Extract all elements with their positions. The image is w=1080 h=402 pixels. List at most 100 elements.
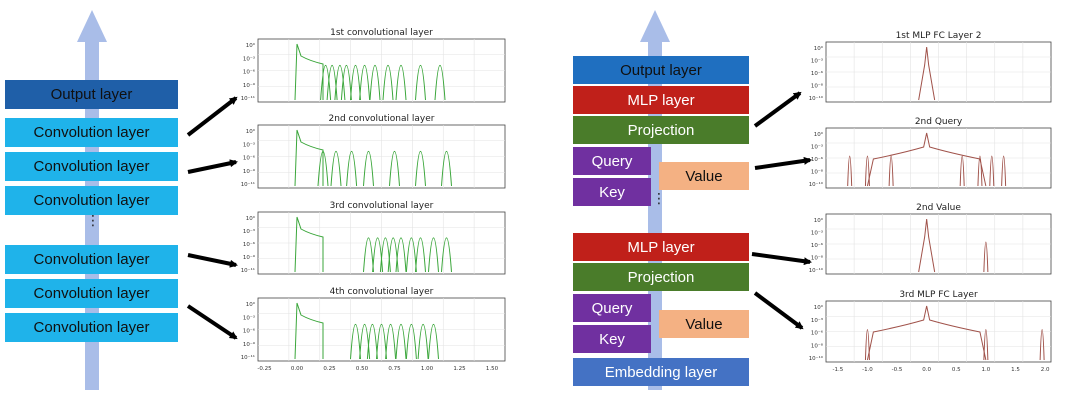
distribution-spike xyxy=(983,241,989,273)
arrow-to-2nd-conv xyxy=(187,159,238,174)
panel-title: 3rd MLP FC Layer xyxy=(899,290,978,300)
y-tick-label: 10⁻⁸ xyxy=(811,255,824,262)
distribution-spike xyxy=(977,155,983,187)
y-tick-label: 10⁰ xyxy=(814,45,824,52)
y-tick-label: 10⁰ xyxy=(246,42,256,49)
y-tick-label: 10⁻⁹ xyxy=(243,341,255,348)
distribution-spike xyxy=(363,237,374,273)
distribution-spike xyxy=(1039,329,1045,361)
conv-layer-block-6: Convolution layer xyxy=(5,313,178,342)
distribution-spike xyxy=(369,64,381,101)
distribution-spike xyxy=(847,155,853,187)
y-tick-label: 10⁰ xyxy=(246,128,256,135)
y-tick-label: 10⁻⁶ xyxy=(243,241,256,248)
y-tick-label: 10⁰ xyxy=(246,301,256,308)
conv-layer-block-2: Convolution layer xyxy=(5,152,178,181)
y-tick-label: 10⁻³ xyxy=(811,230,823,237)
y-tick-label: 10⁰ xyxy=(814,131,824,138)
distribution-spike xyxy=(320,64,332,101)
panel-title: 1st MLP FC Layer 2 xyxy=(896,31,982,41)
y-tick-label: 10⁻³ xyxy=(243,314,255,321)
y-tick-label: 10⁰ xyxy=(246,215,256,222)
distribution-spike xyxy=(330,150,342,187)
arrow-to-query xyxy=(754,156,812,170)
panel-title: 3rd convolutional layer xyxy=(330,201,434,211)
y-tick-label: 10⁻¹⁰ xyxy=(809,181,824,188)
y-tick-label: 10⁰ xyxy=(814,304,824,311)
chart-panel-1: 1st convolutional layer10⁰10⁻³10⁻⁶10⁻⁹10… xyxy=(241,28,506,103)
y-tick-label: 10⁻³ xyxy=(243,141,255,148)
panel-title: 2nd Value xyxy=(916,203,961,213)
y-tick-label: 10⁻³ xyxy=(811,144,823,151)
y-tick-label: 10⁻¹¹ xyxy=(241,95,255,102)
distribution-spike xyxy=(395,323,407,360)
distribution-spike xyxy=(376,323,387,360)
distribution-spike xyxy=(434,64,446,101)
y-tick-label: 10⁻¹¹ xyxy=(241,181,255,188)
y-tick-label: 10⁻⁶ xyxy=(243,328,256,335)
distribution-curve xyxy=(294,216,324,273)
distribution-spike xyxy=(864,155,870,187)
x-tick-label: 0.5 xyxy=(952,367,961,373)
output-layer-block-right: Output layer xyxy=(573,56,749,84)
y-tick-label: 10⁻⁸ xyxy=(811,169,824,176)
distribution-spike xyxy=(317,150,329,187)
distribution-spike xyxy=(363,150,374,187)
arrow-to-1st-conv xyxy=(186,96,238,137)
conv-layer-block-1: Convolution layer xyxy=(5,118,178,147)
connector-arrows-left xyxy=(186,96,238,340)
x-tick-label: -0.25 xyxy=(257,366,272,372)
distribution-spike xyxy=(415,64,426,101)
x-tick-label: 2.0 xyxy=(1041,367,1050,373)
distribution-spike xyxy=(405,237,417,273)
conv-layer-block-4: Convolution layer xyxy=(5,245,178,274)
distribution-spike xyxy=(346,150,358,187)
distribution-curve xyxy=(294,302,324,360)
distribution-curve xyxy=(918,218,936,273)
distribution-spike xyxy=(366,323,378,360)
conv-layer-block-5: Convolution layer xyxy=(5,279,178,308)
y-tick-label: 10⁻⁸ xyxy=(811,342,824,349)
y-tick-label: 10⁻¹⁰ xyxy=(809,267,824,274)
value-block-2: Value xyxy=(659,310,749,338)
query-block-1: Query xyxy=(573,147,651,175)
panel-title: 4th convolutional layer xyxy=(330,287,434,297)
y-tick-label: 10⁻⁹ xyxy=(243,82,255,89)
distribution-curve xyxy=(866,305,987,361)
distribution-spike xyxy=(350,64,361,101)
arrow-to-4th-conv xyxy=(186,304,238,340)
y-tick-label: 10⁻⁹ xyxy=(243,254,255,261)
distribution-spike xyxy=(1001,155,1007,187)
distribution-spike xyxy=(405,323,417,360)
distribution-curve xyxy=(294,43,324,101)
arrow-to-value xyxy=(751,252,812,266)
x-tick-label: 1.50 xyxy=(486,366,499,372)
chart-panel-8: 3rd MLP FC Layer10⁰10⁻³10⁻⁶10⁻⁸10⁻¹⁰-1.5… xyxy=(809,290,1052,373)
x-tick-label: -1.5 xyxy=(832,367,843,373)
x-tick-label: 0.25 xyxy=(323,366,336,372)
key-block-2: Key xyxy=(573,325,651,353)
query-block-2: Query xyxy=(573,294,651,322)
distribution-spike xyxy=(382,64,394,101)
y-tick-label: 10⁰ xyxy=(814,217,824,224)
y-tick-label: 10⁻⁶ xyxy=(811,242,824,249)
y-tick-label: 10⁻¹¹ xyxy=(241,267,255,274)
distribution-spike xyxy=(864,329,870,361)
distribution-spike xyxy=(395,237,407,273)
distribution-spike xyxy=(334,64,346,101)
y-tick-label: 10⁻⁶ xyxy=(811,70,824,77)
x-tick-label: -1.0 xyxy=(862,367,873,373)
y-tick-label: 10⁻³ xyxy=(243,55,255,62)
projection-block-2: Projection xyxy=(573,263,749,291)
chart-panel-4: 4th convolutional layer10⁰10⁻³10⁻⁶10⁻⁹10… xyxy=(241,287,506,372)
key-block-1: Key xyxy=(573,178,651,206)
y-tick-label: 10⁻³ xyxy=(811,58,823,65)
distribution-spike xyxy=(350,323,361,360)
output-layer-block: Output layer xyxy=(5,80,178,109)
x-tick-label: 1.0 xyxy=(981,367,990,373)
distribution-spike xyxy=(385,323,397,360)
x-tick-label: -0.5 xyxy=(892,367,903,373)
